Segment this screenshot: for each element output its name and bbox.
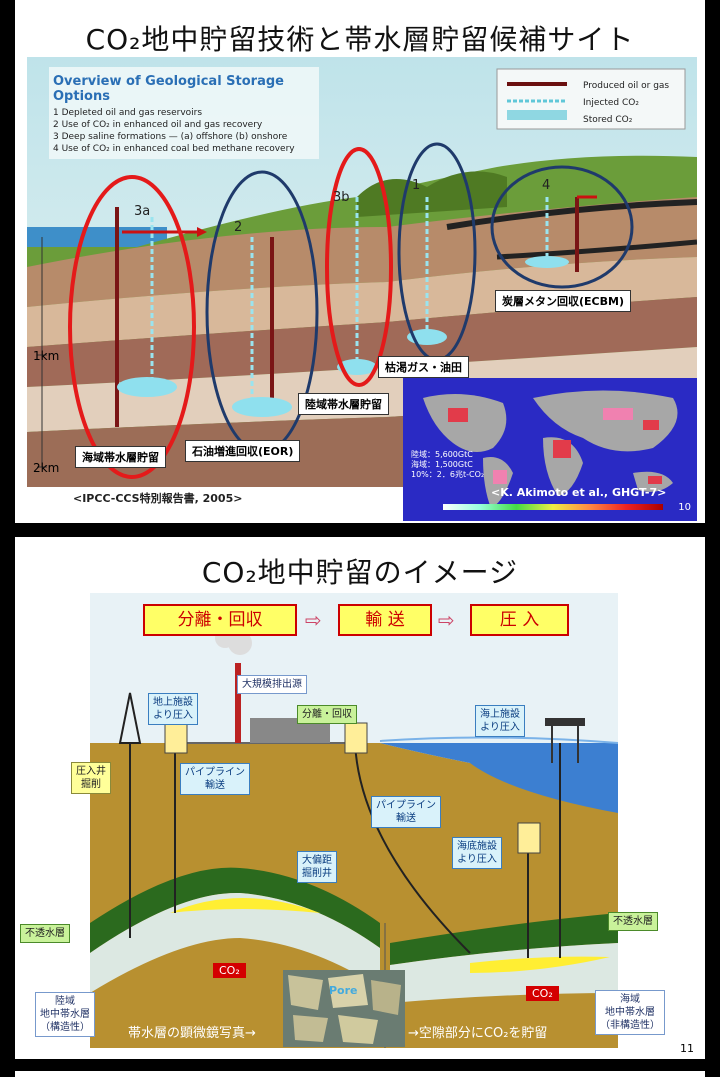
depth-1km: 1km: [33, 349, 60, 363]
overview-list: 1 Depleted oil and gas reservoirs 2 Use …: [53, 107, 333, 155]
label-eor: 石油増進回収(EOR): [185, 440, 301, 462]
source-citation: <IPCC-CCS特別報告書, 2005>: [73, 492, 243, 505]
overview-item: 2 Use of CO₂ in enhanced oil and gas rec…: [53, 120, 263, 130]
label-offshore-aquifer: 海域帯水層貯留: [75, 446, 166, 468]
legend-injected: Injected CO₂: [583, 98, 639, 108]
label-offshore-facility: 海上施設 より圧入: [475, 705, 525, 737]
slide-storage-technology: CO₂地中貯留技術と帯水層貯留候補サイト: [15, 0, 705, 523]
overview-item: 3 Deep saline formations — (a) offshore …: [53, 132, 288, 142]
slide1-page-number: 10: [678, 502, 691, 513]
map-stat-land: 陸域：5,600GtC: [411, 450, 473, 459]
map-colorbar: [443, 504, 663, 510]
site-number-4: 4: [542, 178, 551, 193]
micrograph-photo: Pore: [283, 970, 405, 1047]
injection-unit-icon: [517, 822, 541, 854]
label-directional-well: 大偏距 掘削井: [297, 851, 337, 883]
slide-storage-image: CO₂地中貯留のイメージ: [15, 537, 705, 1059]
label-land-aquifer: 陸域 地中帯水層 （構造性）: [35, 992, 95, 1037]
next-slide-edge: [15, 1071, 705, 1077]
micrograph-caption-left: 帯水層の顕微鏡写真→: [128, 1026, 256, 1041]
site-number-2: 2: [234, 220, 243, 235]
stored-legend-swatch: [507, 110, 567, 120]
legend-produced: Produced oil or gas: [583, 81, 670, 91]
label-pipeline-sea: パイプライン 輸送: [371, 796, 441, 828]
overview-heading: Overview of Geological Storage Options: [53, 74, 284, 104]
world-map-panel: 陸域：5,600GtC 海域：1,500GtC 10%：2．6兆t-CO₂ <K…: [403, 378, 697, 521]
label-seabed-facility: 海底施設 より圧入: [452, 837, 502, 869]
label-separation: 分離・回収: [297, 705, 357, 724]
slide1-title: CO₂地中貯留技術と帯水層貯留候補サイト: [85, 23, 635, 56]
label-pipeline-land: パイプライン 輸送: [180, 763, 250, 795]
injection-unit-icon: [344, 722, 368, 754]
map-credit: <K. Akimoto et al., GHGT-7>: [491, 486, 667, 499]
site-number-3b: 3b: [333, 190, 350, 205]
world-map: [423, 390, 678, 508]
label-onshore-aquifer: 陸域帯水層貯留: [298, 393, 389, 415]
onshore-aquifer-ellipse: [325, 147, 393, 387]
label-onshore-facility: 地上施設 より圧入: [148, 693, 198, 725]
flow-arrow-icon: ⇨: [305, 608, 322, 632]
legend-stored: Stored CO₂: [583, 115, 633, 125]
map-stat-ten-percent: 10%：2．6兆t-CO₂: [411, 470, 485, 479]
flow-injection: 圧 入: [470, 604, 569, 636]
ecbm-ellipse: [490, 165, 634, 289]
micrograph-caption-right: →空隙部分にCO₂を貯留: [408, 1026, 548, 1041]
label-emission-source: 大規模排出源: [237, 675, 307, 694]
offshore-aquifer-ellipse: [68, 175, 196, 479]
pore-label: Pore: [329, 984, 358, 997]
site-number-3a: 3a: [134, 204, 151, 219]
site-number-1: 1: [412, 178, 421, 193]
label-sea-aquifer: 海域 地中帯水層 （非構造性）: [595, 990, 665, 1035]
label-gasfield: 枯渇ガス・油田: [378, 356, 469, 378]
depth-2km: 2km: [33, 461, 60, 475]
label-co2-right: CO₂: [526, 986, 559, 1001]
label-caprock-left: 不透水層: [20, 924, 70, 943]
overview-item: 1 Depleted oil and gas reservoirs: [53, 108, 203, 118]
flow-transport: 輸 送: [338, 604, 432, 636]
slide2-title: CO₂地中貯留のイメージ: [201, 556, 519, 589]
label-ecbm: 炭層メタン回収(ECBM): [495, 290, 631, 312]
slide2-page-number: 11: [680, 1042, 694, 1055]
flow-arrow-icon: ⇨: [438, 608, 455, 632]
legend: Produced oil or gas Injected CO₂ Stored …: [583, 78, 669, 129]
label-caprock-right: 不透水層: [608, 912, 658, 931]
injection-unit-icon: [164, 722, 188, 754]
map-stats: 陸域：5,600GtC 海域：1,500GtC 10%：2．6兆t-CO₂: [411, 450, 484, 480]
map-stat-sea: 海域：1,500GtC: [411, 460, 473, 469]
label-injection-well: 圧入井 掘削: [71, 762, 111, 794]
overview-panel: Overview of Geological Storage Options 1…: [53, 74, 333, 155]
label-co2-left: CO₂: [213, 963, 246, 978]
overview-item: 4 Use of CO₂ in enhanced coal bed methan…: [53, 144, 295, 154]
flow-separation-capture: 分離・回収: [143, 604, 297, 636]
